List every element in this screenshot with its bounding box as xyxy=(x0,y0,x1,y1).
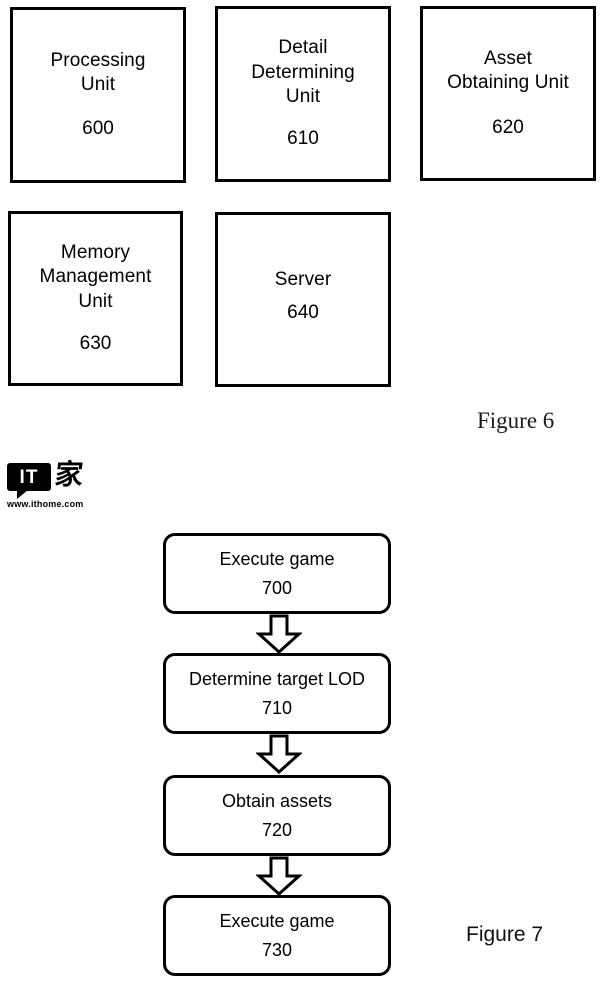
unit-box-detail-determining-unit: Detail Determining Unit 610 xyxy=(215,6,391,182)
down-block-arrow-icon xyxy=(256,734,302,774)
flow-step-number: 710 xyxy=(261,697,293,718)
unit-number: 610 xyxy=(287,128,319,150)
flow-step-number: 720 xyxy=(261,819,293,840)
ithome-logo-text: IT xyxy=(19,466,39,488)
unit-title: Asset Obtaining Unit xyxy=(447,48,569,94)
flow-step-number: 700 xyxy=(261,577,293,598)
figure-7-caption: Figure 7 xyxy=(466,923,544,946)
down-block-arrow-icon xyxy=(256,614,302,654)
unit-title: Server xyxy=(274,269,332,291)
speech-bubble-icon xyxy=(7,463,51,499)
flow-step-execute-game-700: Execute game 700 xyxy=(163,533,391,614)
unit-box-processing-unit: Processing Unit 600 xyxy=(10,7,186,183)
flow-step-execute-game-730: Execute game 730 xyxy=(163,895,391,976)
unit-title: Detail Determining Unit xyxy=(251,37,355,107)
flow-step-label: Execute game xyxy=(219,549,335,569)
flow-step-obtain-assets-720: Obtain assets 720 xyxy=(163,775,391,856)
down-block-arrow-icon xyxy=(256,856,302,896)
flow-step-determine-target-lod-710: Determine target LOD 710 xyxy=(163,653,391,734)
unit-number: 620 xyxy=(492,116,524,138)
ithome-logo-icon: IT 家 xyxy=(7,458,99,499)
ithome-logo-cjk-glyph: 家 xyxy=(53,458,85,491)
unit-box-server: Server 640 xyxy=(215,212,391,387)
ithome-watermark: IT 家 www.ithome.com xyxy=(7,458,107,515)
unit-box-asset-obtaining-unit: Asset Obtaining Unit 620 xyxy=(420,6,596,181)
flow-step-label: Determine target LOD xyxy=(188,669,366,689)
unit-number: 630 xyxy=(79,332,112,354)
figure-6-caption: Figure 6 xyxy=(477,408,555,433)
unit-box-server-content: Server 640 xyxy=(275,268,332,325)
flow-step-label: Obtain assets xyxy=(221,791,333,811)
unit-title: Memory Management Unit xyxy=(39,241,152,312)
unit-number: 600 xyxy=(82,118,114,140)
flow-step-number: 730 xyxy=(261,939,293,960)
unit-title: Processing Unit xyxy=(50,49,146,95)
ithome-watermark-url: www.ithome.com xyxy=(7,499,84,509)
flow-step-label: Execute game xyxy=(219,911,335,931)
unit-box-memory-management-unit: Memory Management Unit 630 xyxy=(8,211,183,386)
unit-number: 640 xyxy=(287,301,319,323)
